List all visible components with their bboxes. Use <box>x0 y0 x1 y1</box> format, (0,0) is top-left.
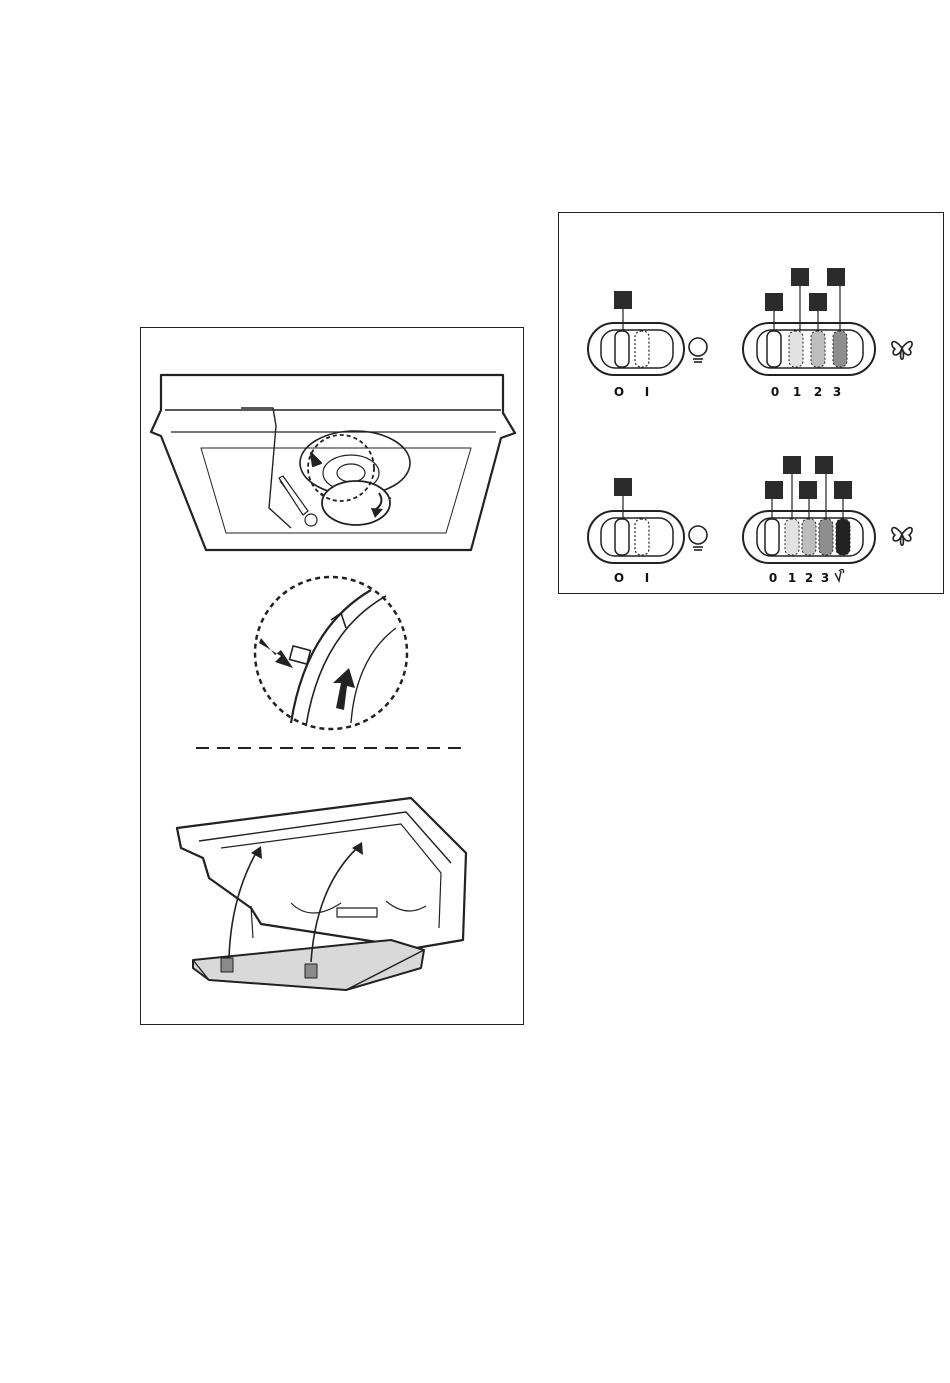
callout-markers-fan-top <box>765 268 845 331</box>
light-switch-bottom[interactable] <box>588 511 684 563</box>
fan-bottom-pos-0: 0 <box>769 571 777 585</box>
hood-body-illustration <box>151 375 515 550</box>
installation-illustration-panel <box>140 327 524 1025</box>
light-on-label-bottom: I <box>645 571 649 585</box>
fan-icon <box>892 342 912 360</box>
hood-illustrations-svg <box>141 328 525 1026</box>
boost-fan-icon <box>835 570 844 581</box>
clip-detail-illustration <box>255 577 407 729</box>
light-off-label-bottom: O <box>614 571 624 585</box>
fan-top-pos-2: 2 <box>814 385 822 399</box>
fan-bottom-pos-2: 2 <box>805 571 813 585</box>
callout-markers-fan-bottom <box>765 456 852 519</box>
hood-glass-panel-illustration <box>177 798 466 990</box>
fan-top-pos-1: 1 <box>793 385 801 399</box>
light-off-label: O <box>614 385 624 399</box>
lightbulb-icon <box>689 338 707 362</box>
light-on-label: I <box>645 385 649 399</box>
fan-bottom-pos-1: 1 <box>788 571 796 585</box>
control-switch-diagram: O I 0 1 2 3 <box>559 213 945 595</box>
fan-top-pos-3: 3 <box>833 385 841 399</box>
fan-bottom-pos-3: 3 <box>821 571 829 585</box>
fan-switch-top[interactable] <box>743 323 875 375</box>
light-switch-top[interactable] <box>588 323 684 375</box>
fan-top-pos-0: 0 <box>771 385 779 399</box>
fan-icon-bottom <box>892 528 912 546</box>
lightbulb-icon-bottom <box>689 526 707 550</box>
fan-bottom-position-labels: 0 1 2 3 <box>769 571 829 585</box>
fan-top-position-labels: 0 1 2 3 <box>771 385 841 399</box>
control-switch-panel: O I 0 1 2 3 <box>558 212 944 594</box>
